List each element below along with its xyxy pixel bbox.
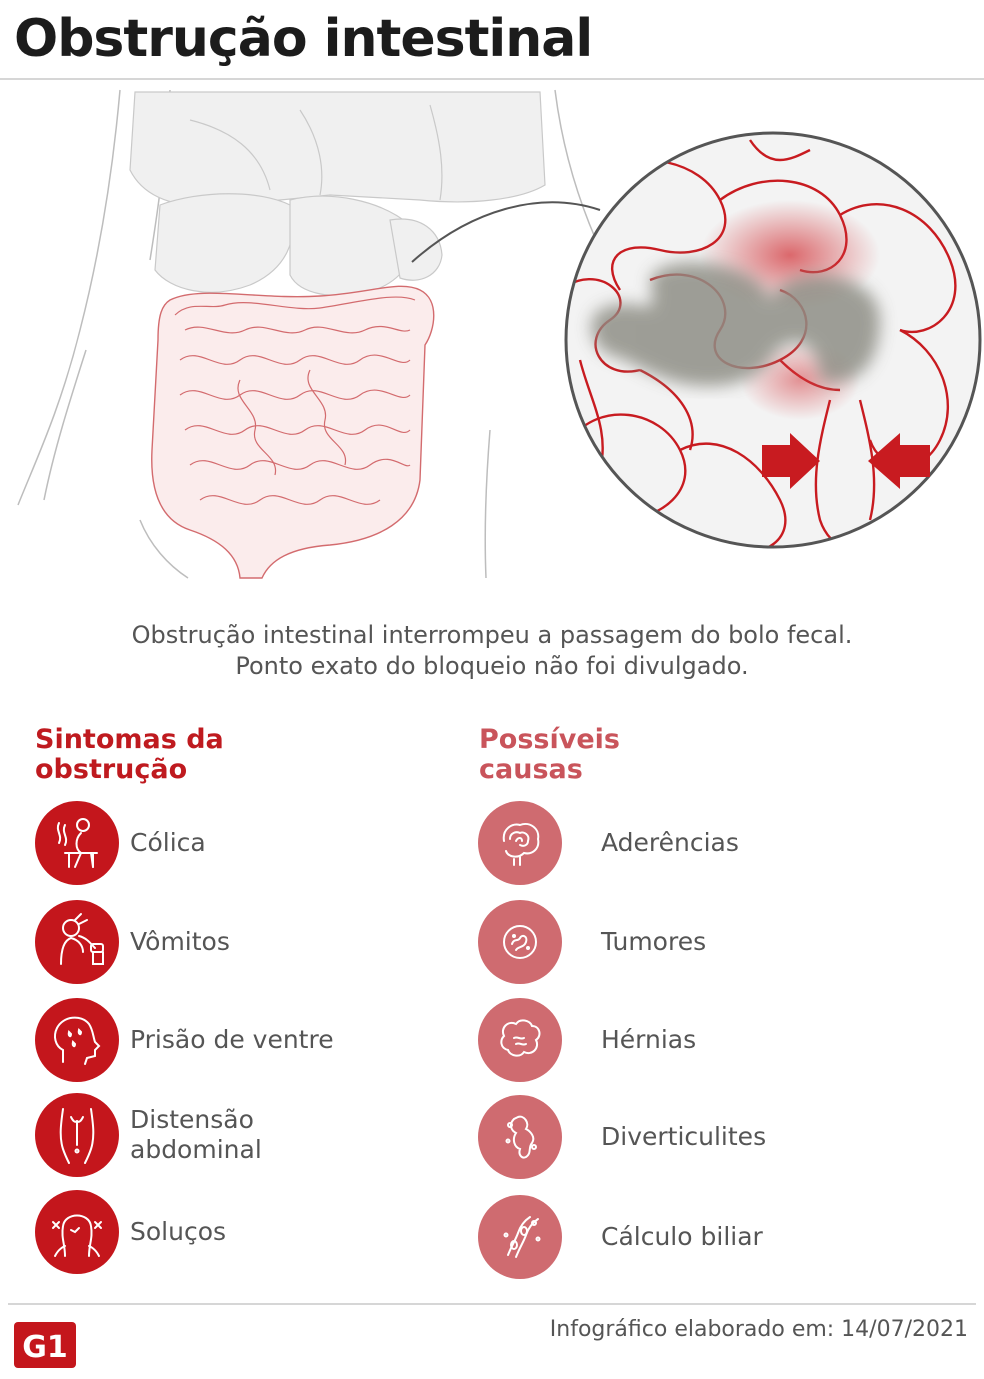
vomit-icon — [35, 900, 119, 984]
symptom-label: Distensão abdominal — [130, 1105, 262, 1165]
page-title: Obstrução intestinal — [14, 9, 593, 69]
symptom-label: Soluços — [130, 1217, 227, 1246]
zoom-connector — [411, 201, 601, 263]
causes-heading-line-1: Possíveis — [479, 724, 620, 755]
g1-logo-text: G1 — [22, 1330, 68, 1365]
cause-label: Aderências — [601, 828, 739, 857]
compression-arrow-right — [868, 433, 930, 489]
causes-heading-line-2: causas — [479, 754, 583, 785]
diverticulitis-icon — [478, 1095, 562, 1179]
tumor-icon — [478, 900, 562, 984]
symptoms-heading-line-2: obstrução — [35, 754, 188, 785]
symptom-label: Prisão de ventre — [130, 1025, 334, 1054]
cause-label: Cálculo biliar — [601, 1222, 763, 1251]
magnified-view — [564, 131, 982, 549]
g1-logo: G1 — [14, 1322, 76, 1372]
cause-label: Hérnias — [601, 1025, 697, 1054]
symptom-label: Cólica — [130, 828, 206, 857]
compression-arrow-left — [762, 433, 820, 489]
cramp-icon — [35, 801, 119, 885]
title-divider — [0, 78, 984, 80]
causes-heading: Possíveis causas — [479, 725, 620, 785]
constipation-icon — [35, 998, 119, 1082]
hernia-icon — [478, 998, 562, 1082]
caption-line-1: Obstrução intestinal interrompeu a passa… — [131, 621, 853, 649]
footer-credit: Infográfico elaborado em: 14/07/2021 — [549, 1317, 968, 1342]
symptoms-heading: Sintomas da obstrução — [35, 725, 224, 785]
upper-organs — [129, 91, 546, 297]
cause-label: Tumores — [601, 927, 707, 956]
caption: Obstrução intestinal interrompeu a passa… — [0, 620, 984, 682]
symptom-label: Vômitos — [130, 927, 230, 956]
hiccup-icon — [35, 1190, 119, 1274]
intestines — [151, 285, 435, 579]
symptom-label-line-1: Distensão — [130, 1105, 254, 1134]
gallstone-icon — [478, 1195, 562, 1279]
cause-label: Diverticulites — [601, 1122, 767, 1151]
distension-icon — [35, 1093, 119, 1177]
intestine-loops — [174, 296, 416, 505]
symptom-label-line-2: abdominal — [130, 1135, 262, 1164]
footer-divider — [8, 1303, 976, 1305]
adhesion-icon — [478, 801, 562, 885]
intestine-illustration — [17, 89, 982, 579]
symptoms-heading-line-1: Sintomas da — [35, 724, 224, 755]
caption-line-2: Ponto exato do bloqueio não foi divulgad… — [235, 652, 749, 680]
